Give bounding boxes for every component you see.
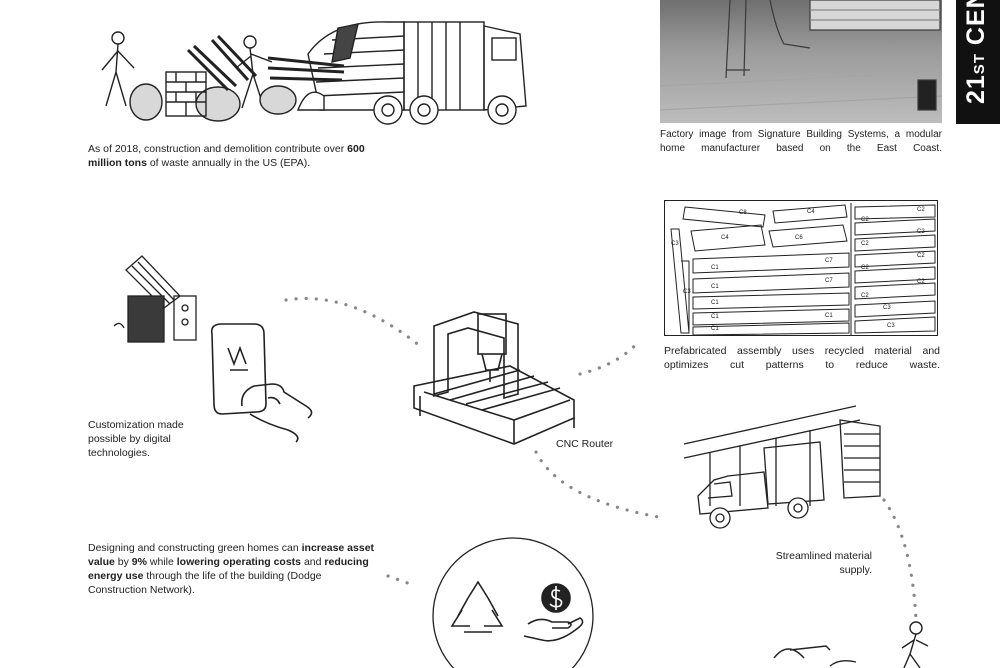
cut-label: C2: [917, 207, 925, 213]
green-homes-caption: Designing and constructing green homes c…: [88, 542, 375, 596]
cut-label: C2: [861, 217, 869, 223]
cnc-caption: CNC Router: [556, 438, 614, 450]
customization-caption: Customization made possible by digital t…: [88, 419, 184, 459]
cut-label: C1: [825, 313, 833, 319]
factory-photo: [660, 0, 942, 123]
cut-label: C3: [887, 323, 895, 329]
recycle-value-circle: [432, 537, 594, 668]
cut-label: C7: [825, 258, 833, 264]
cut-label: C4: [807, 209, 815, 215]
cut-label: C2: [861, 293, 869, 299]
cut-label: C2: [861, 241, 869, 247]
side-tab-number: 21: [962, 74, 990, 104]
cut-label: C4: [721, 235, 729, 241]
chapter-side-tab: 21ST CEN: [956, 0, 1000, 124]
box-truck-illustration: [683, 405, 881, 529]
prefab-caption: Prefabricated assembly uses recycled mat…: [664, 345, 940, 371]
waste-caption: As of 2018, construction and demolition …: [88, 143, 365, 169]
phone-hand-illustration: [210, 323, 313, 443]
cnc-router-illustration: [413, 311, 575, 445]
solar-battery-illustration: [113, 255, 197, 343]
cut-label: C3: [683, 289, 691, 295]
cut-pattern-sheet: C8 C4 C4 C6 C3 C3 C1 C1 C1 C1 C1 C7 C7 C…: [664, 200, 938, 336]
cut-label: C8: [739, 210, 747, 216]
cut-label: C7: [825, 278, 833, 284]
cut-label: C1: [711, 265, 719, 271]
side-tab-suffix: ST: [971, 53, 988, 75]
recycle-icon: [450, 580, 504, 633]
cut-label: C3: [883, 305, 891, 311]
cut-label: C2: [861, 265, 869, 271]
dollar-hand-icon: [523, 583, 584, 642]
cut-label: C1: [711, 314, 719, 320]
cut-label: C1: [711, 300, 719, 306]
cut-label: C2: [917, 253, 925, 259]
workers-illustration: [773, 621, 929, 668]
cut-label: C2: [917, 229, 925, 235]
supply-caption: Streamlined material supply.: [775, 550, 872, 576]
cut-label: C1: [711, 284, 719, 290]
cut-label: C6: [795, 235, 803, 241]
factory-caption: Factory image from Signature Building Sy…: [660, 129, 942, 154]
cut-label: C1: [711, 326, 719, 332]
garbage-truck-illustration: [101, 21, 527, 125]
side-tab-word: CEN: [962, 0, 990, 46]
cut-label: C2: [917, 279, 925, 285]
cut-label: C3: [671, 241, 679, 247]
